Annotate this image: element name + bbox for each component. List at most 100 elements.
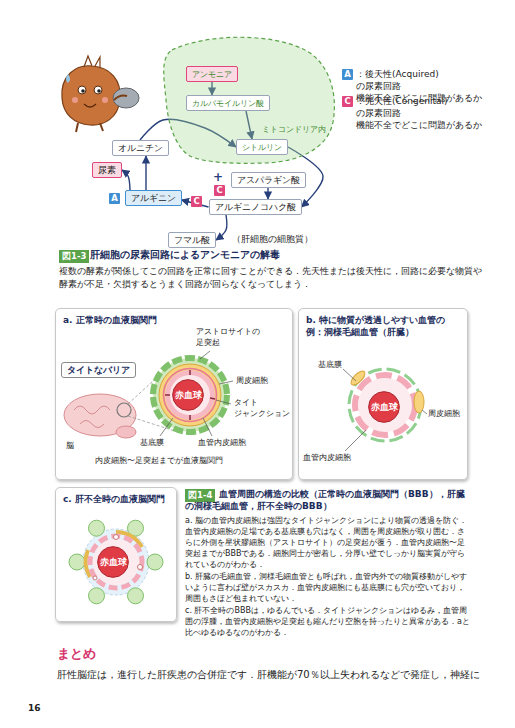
barrier-tag: タイトなバリア (61, 362, 136, 378)
pericyte (414, 391, 424, 413)
loose-endothelium (90, 536, 142, 588)
flow-arrow (122, 170, 130, 190)
creature-arm (114, 96, 127, 101)
node-text: アンモニア (192, 70, 232, 80)
metabolite-box: シトルリン (236, 139, 288, 155)
creature-eye (78, 86, 86, 94)
ammonia-ball (113, 88, 139, 108)
caption-text: 複数の酵素が関係してこの回路を正常に回すことができる．先天性または後天性に，回路… (59, 265, 484, 291)
leader-lines (343, 369, 427, 451)
badge-letter: C (214, 185, 225, 196)
node-text: シトルリン (242, 143, 282, 153)
node-text: カルバモイルリン酸 (192, 99, 264, 109)
creature-pupil (81, 89, 85, 93)
metabolite-box: アスパラギン酸 (231, 172, 306, 188)
vacuole (114, 535, 119, 540)
magnifier-circle (117, 403, 131, 417)
section-heading: まとめ (57, 646, 96, 662)
page-number: 16 (28, 703, 41, 714)
figure-number: 図1-3 (59, 250, 89, 263)
node-text: アスパラギン酸 (237, 174, 300, 186)
node-text: タイトなバリア (67, 364, 130, 376)
region-outline-path (164, 37, 335, 163)
creature-body (62, 66, 120, 125)
vessel-lumen (358, 378, 412, 432)
node-text: ミトコンドリア内 (262, 125, 326, 135)
endothelium (165, 370, 215, 420)
cell-circle (98, 547, 129, 578)
shrunken-foot (89, 520, 105, 536)
tight-junctions (165, 370, 215, 420)
legend-letter: A (342, 69, 353, 80)
basement-membrane (349, 369, 421, 441)
metabolite-box: オルニチン (112, 140, 169, 156)
legend-letter: C (342, 96, 353, 107)
vessel-liver-failure (69, 520, 163, 604)
cerebellum (116, 426, 136, 438)
caption-text: a. 脳の血管内皮細胞は強固なタイトジャンクションにより物質の透過を防ぐ．血管内… (185, 515, 470, 570)
node-text: a. 正常時の血液脳関門 (63, 314, 285, 326)
pericyte (349, 369, 367, 387)
metabolite-box: 尿素 (92, 162, 122, 178)
sweat-drop (66, 74, 70, 83)
creature-pupil (97, 89, 101, 93)
flow-arrow (267, 188, 268, 199)
mitochondria-region: ミトコンドリア内 アンモニアカルバモイルリン酸シトルリン (160, 30, 340, 166)
metabolite-box: アンモニア (186, 66, 238, 82)
part-label: タイト ジャンクション (234, 397, 290, 419)
shrunken-foot (128, 588, 144, 604)
pericyte-ring (159, 364, 221, 426)
badge-letter: A (109, 193, 120, 204)
region-note: （肝細胞の細胞質） (232, 234, 313, 245)
vessel-lumen (93, 539, 139, 585)
figure-title: 肝細胞の尿素回路によるアンモニアの解毒 (90, 249, 280, 262)
vacuole (138, 565, 143, 570)
metabolite-box: カルバモイルリン酸 (186, 95, 270, 111)
vessel-sinusoid (343, 369, 427, 451)
shrunken-foot (69, 554, 85, 570)
caption-text: b. 肝臓の毛細血管，洞様毛細血管とも呼ばれ，血管内外での物質移動がしやすいよう… (185, 571, 470, 604)
part-label: 周皮細胞 (428, 409, 460, 419)
edema-zone (83, 529, 149, 595)
part-label: 内皮細胞〜足突起までが血液脳関門 (95, 456, 223, 466)
metabolite-box: アルギニノコハク酸 (209, 199, 302, 215)
flow-arrow (216, 215, 227, 240)
part-label: 基底膜 (318, 360, 342, 370)
red-blood-cell: 赤血球 (172, 379, 204, 411)
node-text: 赤血球 (371, 402, 398, 413)
creature-cheek (72, 97, 78, 103)
red-blood-cell: 赤血球 (97, 546, 129, 578)
shrunken-foot (89, 588, 105, 604)
node-text: 赤血球 (100, 557, 127, 568)
fenestrated-endothelium (355, 375, 415, 435)
node-text: フマル酸 (174, 234, 210, 246)
vacuole (93, 576, 97, 580)
figure-number: 図1-4 (185, 489, 215, 502)
part-label: アストロサイトの 足突起 (196, 326, 260, 348)
vessel-lumen (170, 375, 210, 415)
part-label: 血管内皮細胞 (303, 453, 351, 463)
legend-text: ：先天性(Congenital)の尿素回路 機能不全でどこに問題があるか (356, 95, 482, 131)
part-label: 基底膜 (140, 438, 164, 448)
node-text: オルニチン (118, 142, 163, 154)
flow-arrow (145, 156, 146, 190)
node-text: アルギニノコハク酸 (215, 201, 296, 213)
node-text: アルギニン (131, 192, 176, 204)
cell-circle (173, 380, 204, 411)
caption-text: c. 肝不全時のBBBは，ゆるんでいる．タイトジャンクションはゆるみ，血管周囲の… (185, 605, 470, 638)
badge-letter: C (191, 196, 202, 207)
brain-gyri (74, 406, 110, 428)
figure-title: 血管周囲の構造の比較（正常時の血液脳関門（BBB），肝臓の洞様毛細血管，肝不全時… (185, 488, 469, 512)
legend-row: ：先天性(Congenital)の尿素回路 機能不全でどこに問題があるか (342, 95, 482, 131)
creature-spikes (84, 56, 100, 68)
basement-membrane (164, 369, 217, 422)
part-label: 脳 (66, 441, 74, 451)
body-text: 肝性脳症は，進行した肝疾患の合併症です．肝機能が70％以上失われるなどで発症し，… (57, 668, 509, 682)
creature-legs (76, 123, 103, 132)
leader-lines (160, 351, 233, 436)
figure-panel: c. 肝不全時の血液脳関門赤血球 (55, 487, 177, 622)
metabolite-box: フマル酸 (168, 232, 216, 248)
node-text: b. 特に物質が透過しやすい血管の 例：洞様毛細血管（肝臓） (306, 314, 460, 338)
metabolite-box: アルギニン (125, 190, 182, 206)
ammonia-creature (62, 56, 139, 132)
